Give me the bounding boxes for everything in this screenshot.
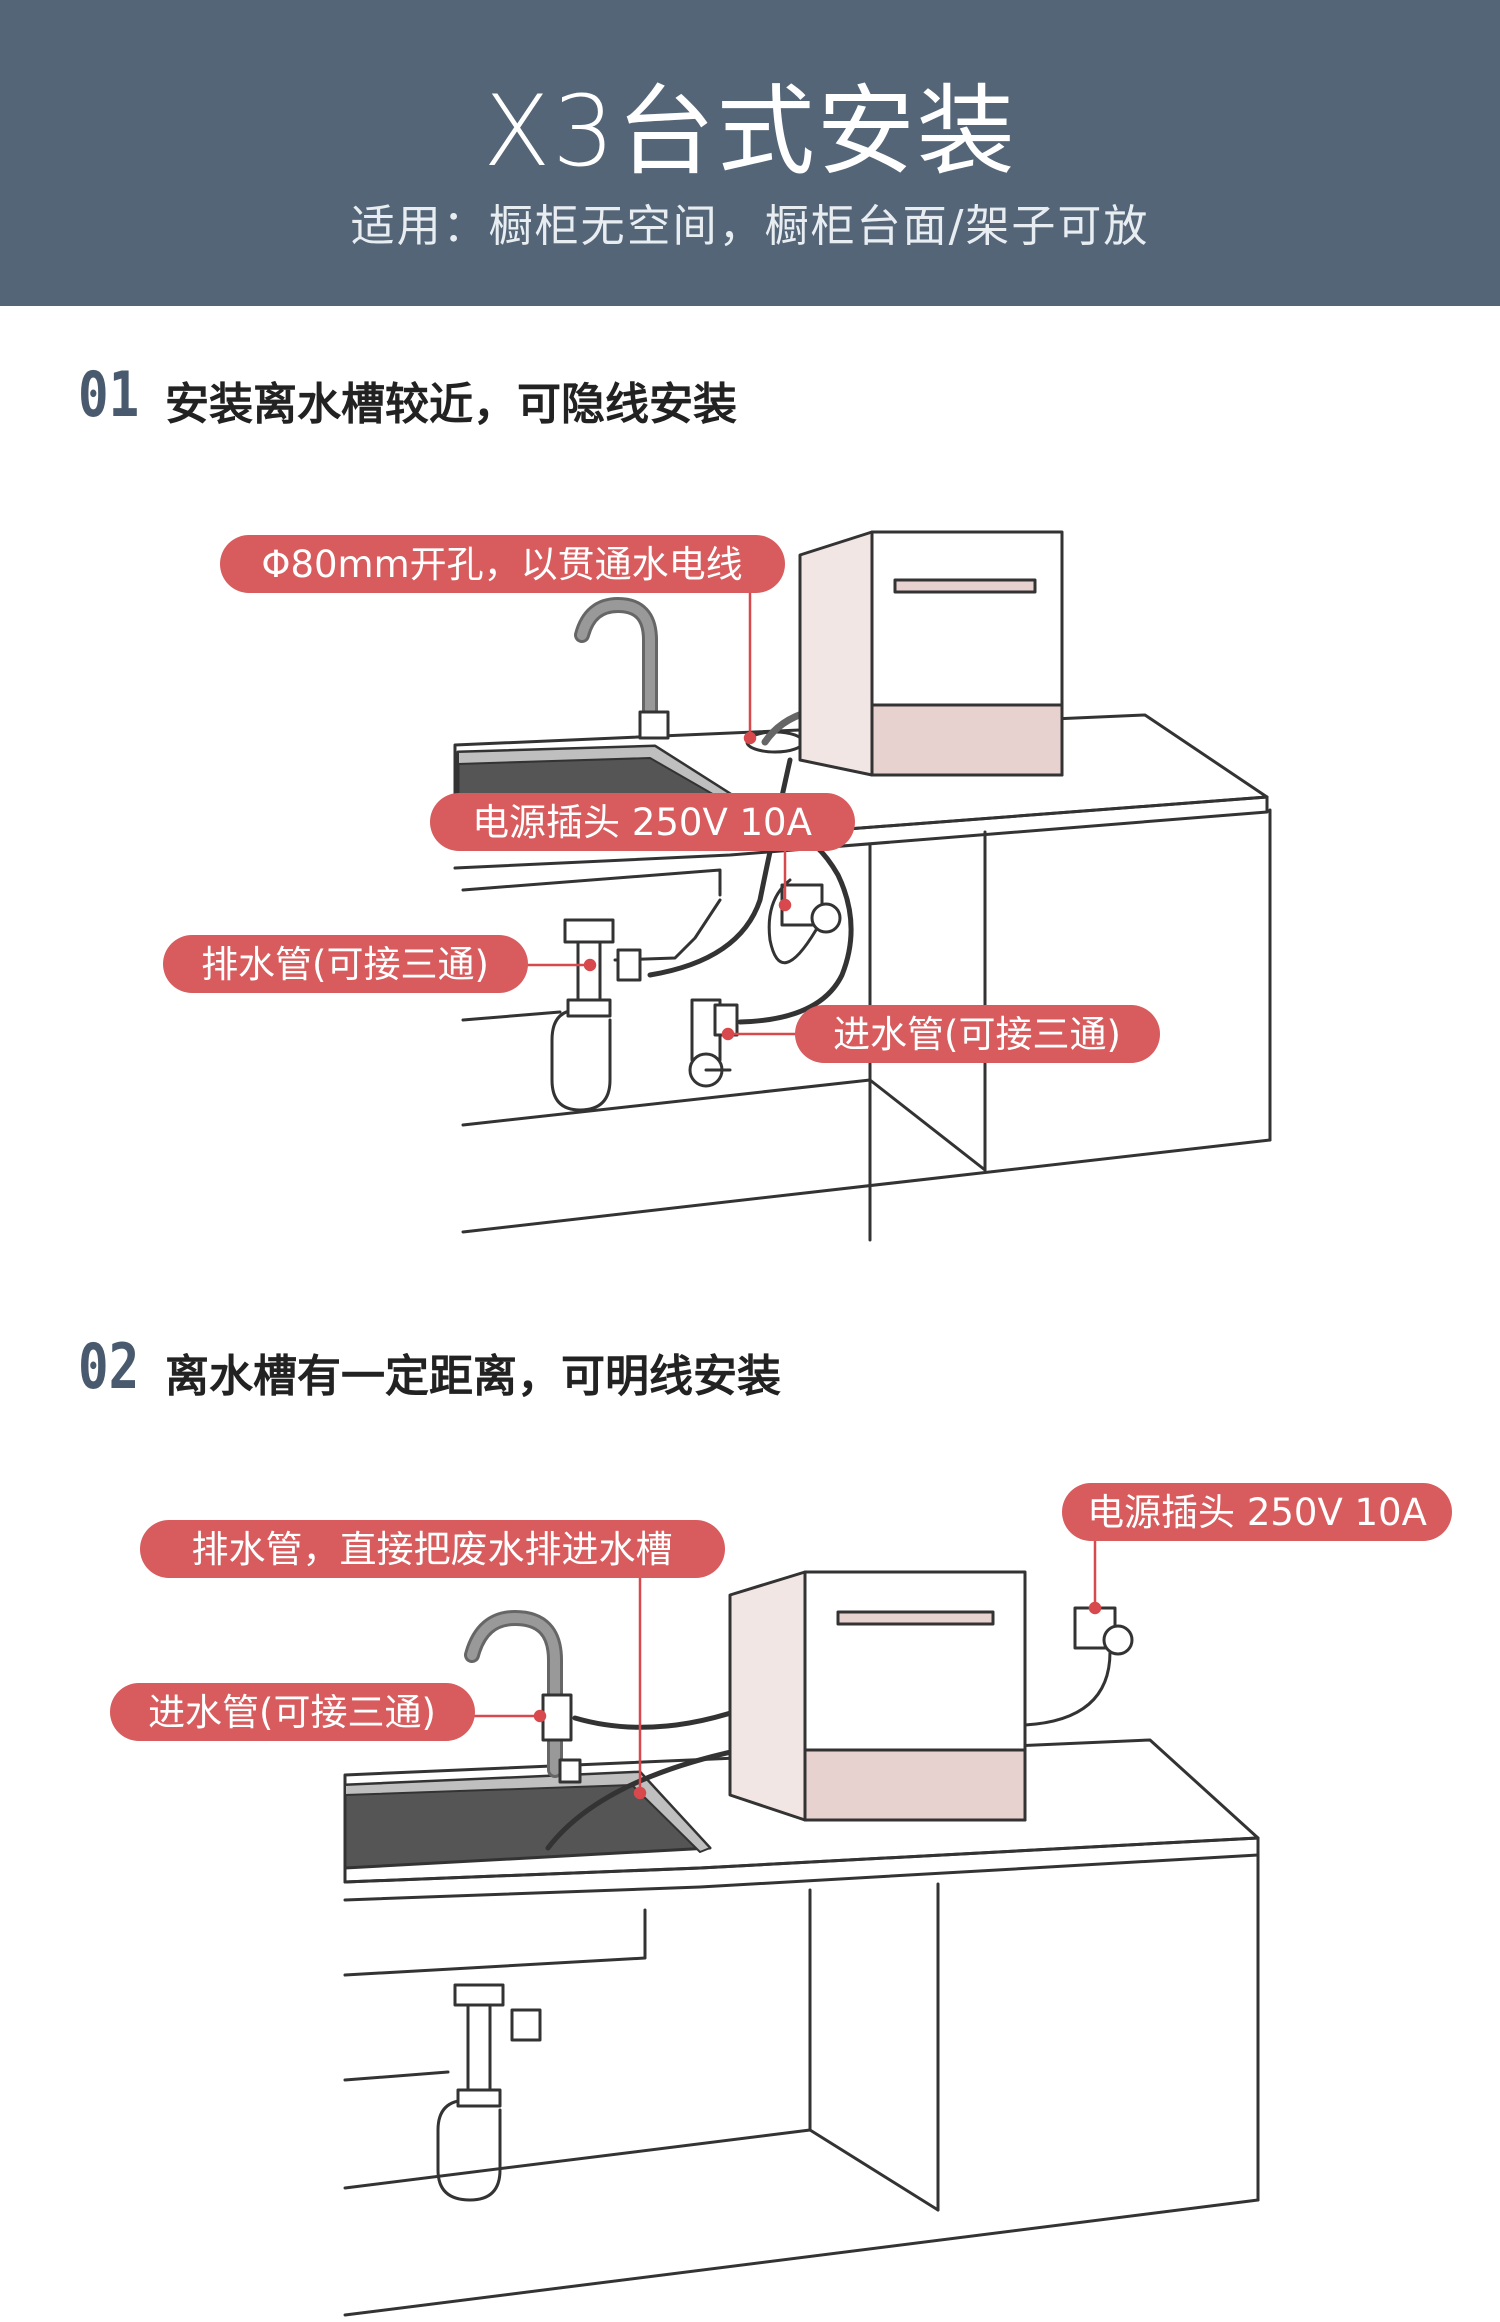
label-inlet: 进水管(可接三通): [795, 1005, 1160, 1063]
svg-text:进水管(可接三通): 进水管(可接三通): [148, 1691, 436, 1734]
section1-diagram: Φ80mm开孔，以贯通水电线 电源插头 250V 10A 排水管(可接三通) 进…: [163, 530, 1272, 1242]
svg-text:Φ80mm开孔，以贯通水电线: Φ80mm开孔，以贯通水电线: [261, 543, 742, 586]
label-drain: 排水管(可接三通): [163, 935, 528, 993]
svg-text:排水管(可接三通): 排水管(可接三通): [201, 943, 489, 986]
svg-text:进水管(可接三通): 进水管(可接三通): [833, 1013, 1121, 1056]
svg-text:电源插头 250V 10A: 电源插头 250V 10A: [1087, 1491, 1427, 1534]
section2-title: 离水槽有一定距离，可明线安装: [165, 1351, 781, 1402]
section2-diagram: 排水管，直接把废水排进水槽 电源插头 250V 10A 进水管(可接三通): [110, 1483, 1452, 2317]
svg-text:排水管，直接把废水排进水槽: 排水管，直接把废水排进水槽: [192, 1528, 673, 1571]
label-hole: Φ80mm开孔，以贯通水电线: [220, 535, 785, 593]
label-drain: 排水管，直接把废水排进水槽: [140, 1520, 725, 1578]
page-title: X3台式安装: [483, 75, 1017, 189]
label-inlet: 进水管(可接三通): [110, 1683, 475, 1741]
page-subtitle: 适用：橱柜无空间，橱柜台面/架子可放: [350, 201, 1150, 252]
section2-number: 02: [78, 1330, 140, 1403]
section1-number: 01: [78, 358, 140, 431]
header-banner: X3台式安装 适用：橱柜无空间，橱柜台面/架子可放: [0, 0, 1500, 306]
section1-title: 安装离水槽较近，可隐线安装: [165, 379, 737, 430]
label-plug: 电源插头 250V 10A: [430, 793, 855, 851]
label-plug: 电源插头 250V 10A: [1062, 1483, 1452, 1541]
svg-text:电源插头 250V 10A: 电源插头 250V 10A: [472, 801, 812, 844]
